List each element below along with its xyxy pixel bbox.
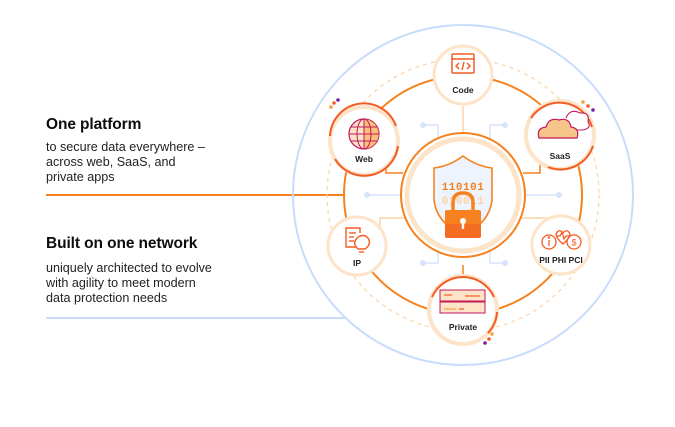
desc-line: private apps	[46, 170, 115, 184]
code-window-icon	[451, 53, 475, 74]
svg-text:$: $	[571, 238, 576, 248]
node-web-label: Web	[355, 154, 373, 164]
binary-bottom: 010011	[442, 196, 485, 208]
node-code-label: Code	[452, 85, 474, 95]
one-platform-block: One platform to secure data everywhere –…	[46, 116, 205, 185]
desc-line: with agility to meet modern	[46, 276, 196, 290]
one-platform-title: One platform	[46, 116, 142, 133]
node-ip-label: IP	[353, 258, 361, 268]
node-pii-phi-pci[interactable]: $ PII PHI PCI	[530, 214, 592, 276]
info-heart-dollar-icon: $	[541, 230, 582, 250]
outer-network-ring	[292, 24, 634, 366]
node-saas-label: SaaS	[550, 151, 571, 161]
cloud-icon	[537, 110, 590, 139]
binary-top: 110101	[442, 182, 485, 194]
node-saas[interactable]: SaaS	[524, 99, 596, 171]
node-ip[interactable]: IP	[326, 215, 388, 277]
server-icon	[439, 289, 486, 314]
node-web[interactable]: Web	[328, 98, 400, 177]
globe-icon	[348, 118, 380, 150]
node-code[interactable]: Code	[432, 44, 494, 106]
one-network-block: Built on one network uniquely architecte…	[46, 235, 212, 306]
document-lightbulb-icon	[345, 227, 371, 253]
central-hub: 110101 010011	[400, 132, 526, 258]
one-network-title: Built on one network	[46, 235, 198, 252]
padlock-icon	[445, 191, 481, 238]
one-platform-description: to secure data everywhere – across web, …	[46, 140, 205, 185]
one-network-description: uniquely architected to evolve with agil…	[46, 261, 212, 306]
node-private-label: Private	[449, 322, 478, 332]
desc-line: data protection needs	[46, 291, 168, 305]
desc-line: uniquely architected to evolve	[46, 261, 212, 275]
desc-line: to secure data everywhere –	[46, 140, 205, 154]
node-pii-label: PII PHI PCI	[539, 255, 582, 265]
desc-line: across web, SaaS, and	[46, 155, 176, 169]
node-private[interactable]: Private	[427, 274, 499, 346]
circuit-dots	[364, 122, 562, 266]
